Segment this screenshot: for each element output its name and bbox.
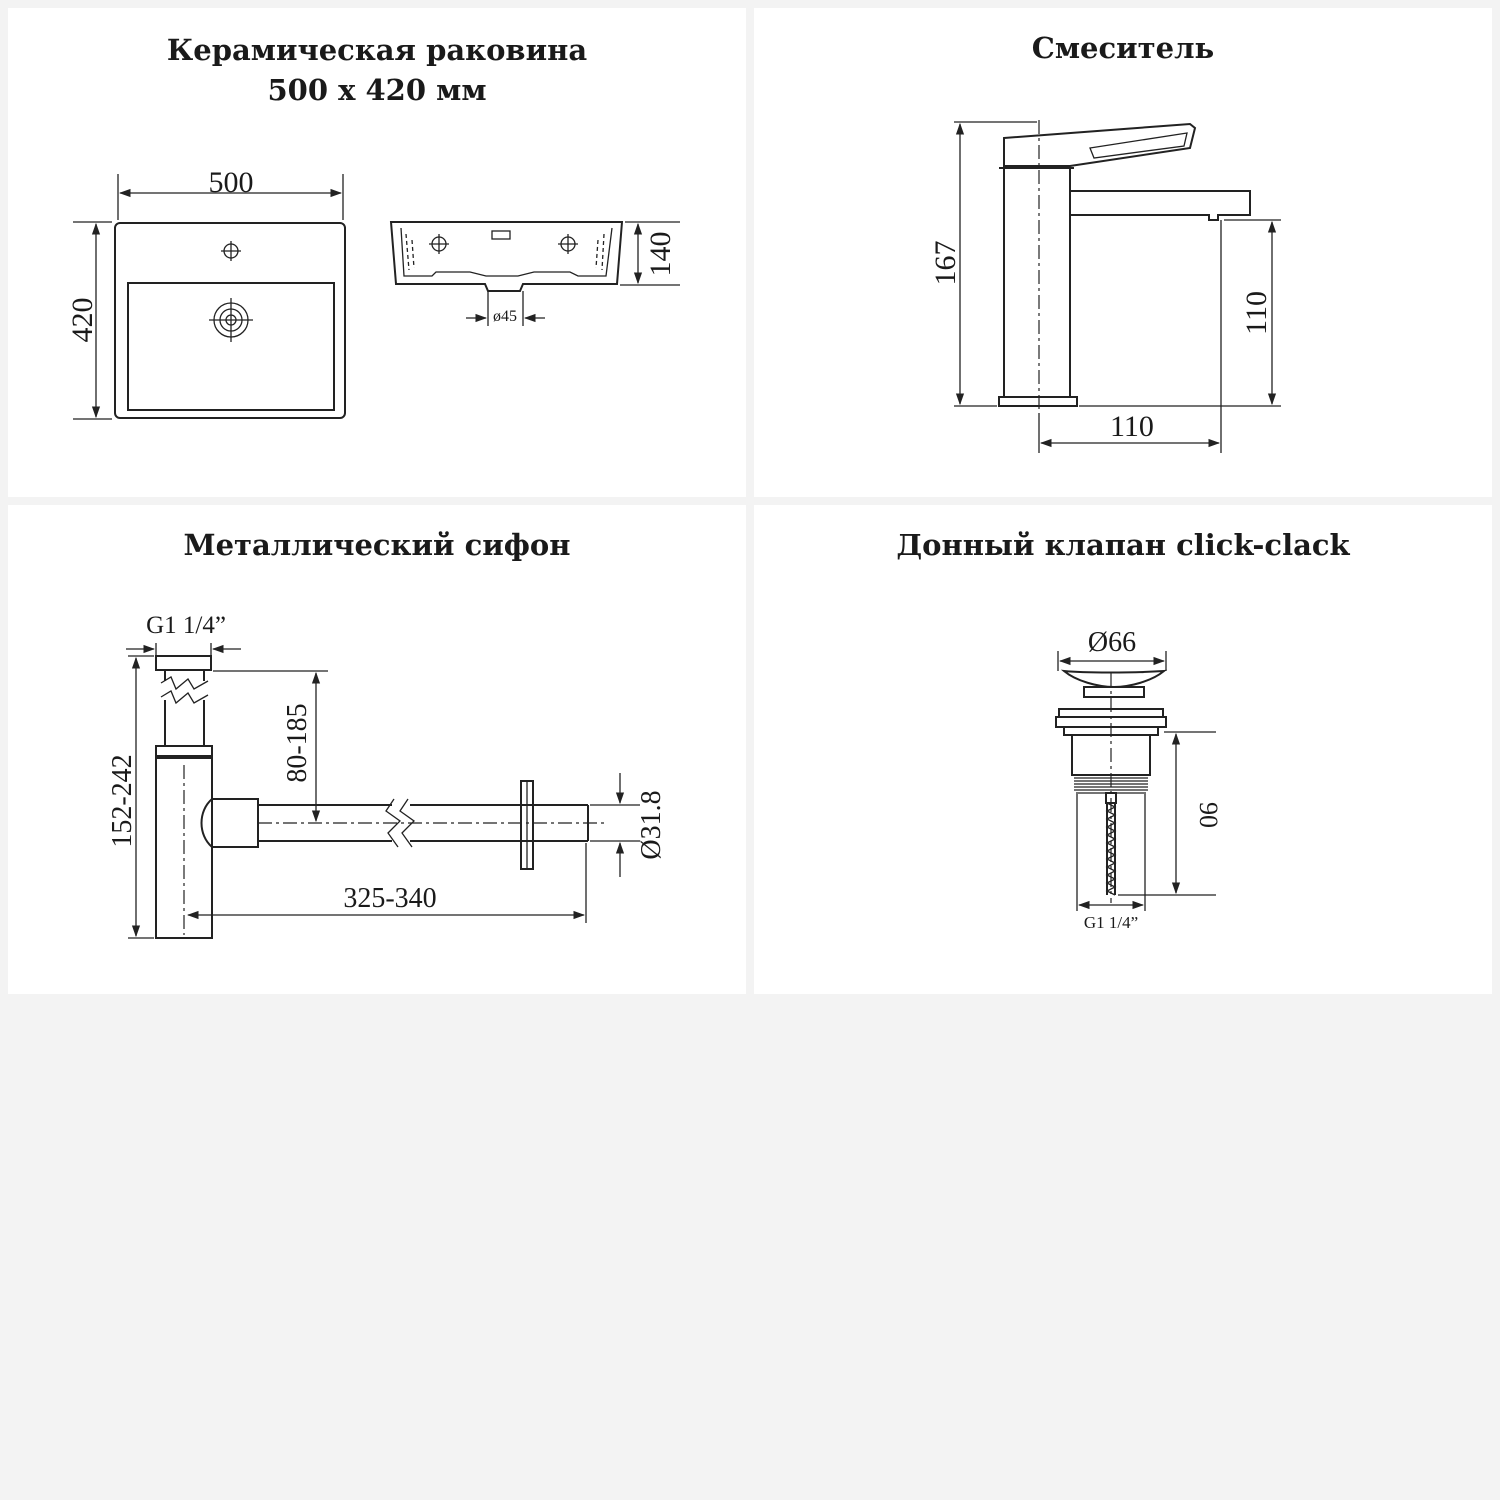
valve-panel: Донный клапан click-clack (754, 505, 1492, 994)
valve-thread-label: G1 1/4” (1084, 913, 1138, 932)
siphon-diameter-label: Ø31.8 (636, 790, 667, 859)
faucet-reach-dimension: 110 (1038, 220, 1222, 453)
siphon-adjust-dimension: 80-185 (213, 670, 328, 823)
siphon-vertical-label: 152-242 (107, 754, 138, 847)
siphon-body (155, 655, 608, 939)
sink-width-label: 500 (209, 166, 254, 199)
valve-cap-diameter-dimension: Ø66 (1057, 627, 1167, 671)
siphon-title: Металлический сифон (183, 528, 571, 562)
valve-length-label: 90 (1194, 802, 1223, 828)
valve-title: Донный клапан click-clack (896, 528, 1350, 562)
valve-thread-dimension: G1 1/4” (1076, 794, 1146, 932)
faucet-reach-label: 110 (1110, 410, 1154, 443)
faucet-spout-height-dimension: 110 (1079, 219, 1281, 407)
faucet-drawing: 167 110 110 (929, 120, 1281, 453)
siphon-horizontal-label: 325-340 (343, 883, 436, 914)
siphon-thread-label: G1 1/4” (146, 612, 226, 639)
siphon-adjust-label: 80-185 (282, 703, 313, 782)
faucet-spout-height-label: 110 (1240, 291, 1273, 335)
sink-depth-dimension: 420 (66, 221, 112, 420)
valve-cap-diameter-label: Ø66 (1088, 627, 1136, 658)
siphon-drawing: G1 1/4” 152-242 80-185 325-340 Ø31.8 (107, 612, 667, 939)
siphon-thread-dimension: G1 1/4” (126, 612, 241, 656)
sink-height-label: 140 (644, 232, 677, 277)
sink-top-view (114, 222, 346, 419)
sink-drawing: 500 420 ø45 (66, 166, 680, 420)
siphon-horizontal-dimension: 325-340 (186, 843, 587, 923)
siphon-diameter-dimension: Ø31.8 (590, 773, 667, 877)
valve-body (1055, 669, 1167, 903)
faucet-panel: Смеситель 167 110 (754, 8, 1492, 497)
faucet-title: Смеситель (1031, 31, 1215, 65)
siphon-vertical-dimension: 152-242 (107, 655, 154, 939)
faucet-height-label: 167 (929, 241, 962, 286)
valve-length-dimension: 90 (1118, 731, 1223, 896)
valve-drawing: Ø66 90 G1 1/4” (1055, 627, 1223, 932)
sink-width-dimension: 500 (117, 166, 344, 220)
sink-title: Керамическая раковина 500 х 420 мм (8, 30, 746, 110)
siphon-panel: Металлический сифон (8, 505, 746, 994)
faucet-height-dimension: 167 (929, 121, 1037, 407)
faucet-body (998, 120, 1251, 413)
sink-height-dimension: 140 (620, 221, 680, 286)
sink-section-view: ø45 (389, 221, 624, 326)
sink-panel: Керамическая раковина 500 х 420 мм (8, 8, 746, 497)
sink-title-line2: 500 х 420 мм (267, 73, 487, 107)
sink-title-line1: Керамическая раковина (166, 33, 588, 67)
sink-drain-label: ø45 (493, 308, 517, 325)
sink-depth-label: 420 (66, 298, 99, 343)
